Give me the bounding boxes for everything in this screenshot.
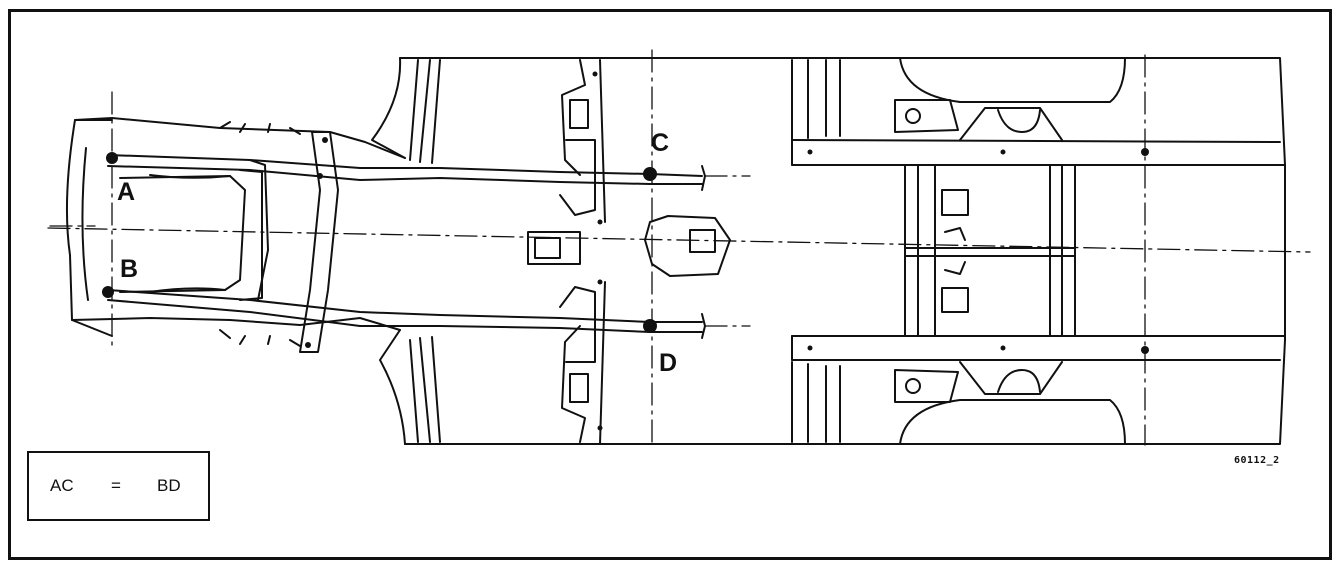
front-frame-rails xyxy=(107,154,706,339)
reference-code: 60112_2 xyxy=(1234,455,1280,466)
formula-operator: = xyxy=(111,476,121,495)
rear-crossmember xyxy=(904,165,1076,337)
point-c-label: C xyxy=(651,129,670,157)
floor-pan xyxy=(371,57,791,445)
center-line xyxy=(47,227,1311,253)
point-b-label: B xyxy=(120,255,139,283)
measurement-point-markers xyxy=(102,71,1149,431)
formula-left: AC xyxy=(50,476,74,495)
front-crossmember xyxy=(219,121,339,353)
point-d-label: D xyxy=(659,349,678,377)
reference-lines xyxy=(49,49,1146,446)
front-end xyxy=(65,117,406,337)
formula-right: BD xyxy=(157,476,181,495)
formula-box: AC = BD xyxy=(27,451,210,521)
rear-rails xyxy=(791,107,1286,395)
rear-body-sides xyxy=(789,57,1286,445)
point-a-label: A xyxy=(117,178,136,206)
